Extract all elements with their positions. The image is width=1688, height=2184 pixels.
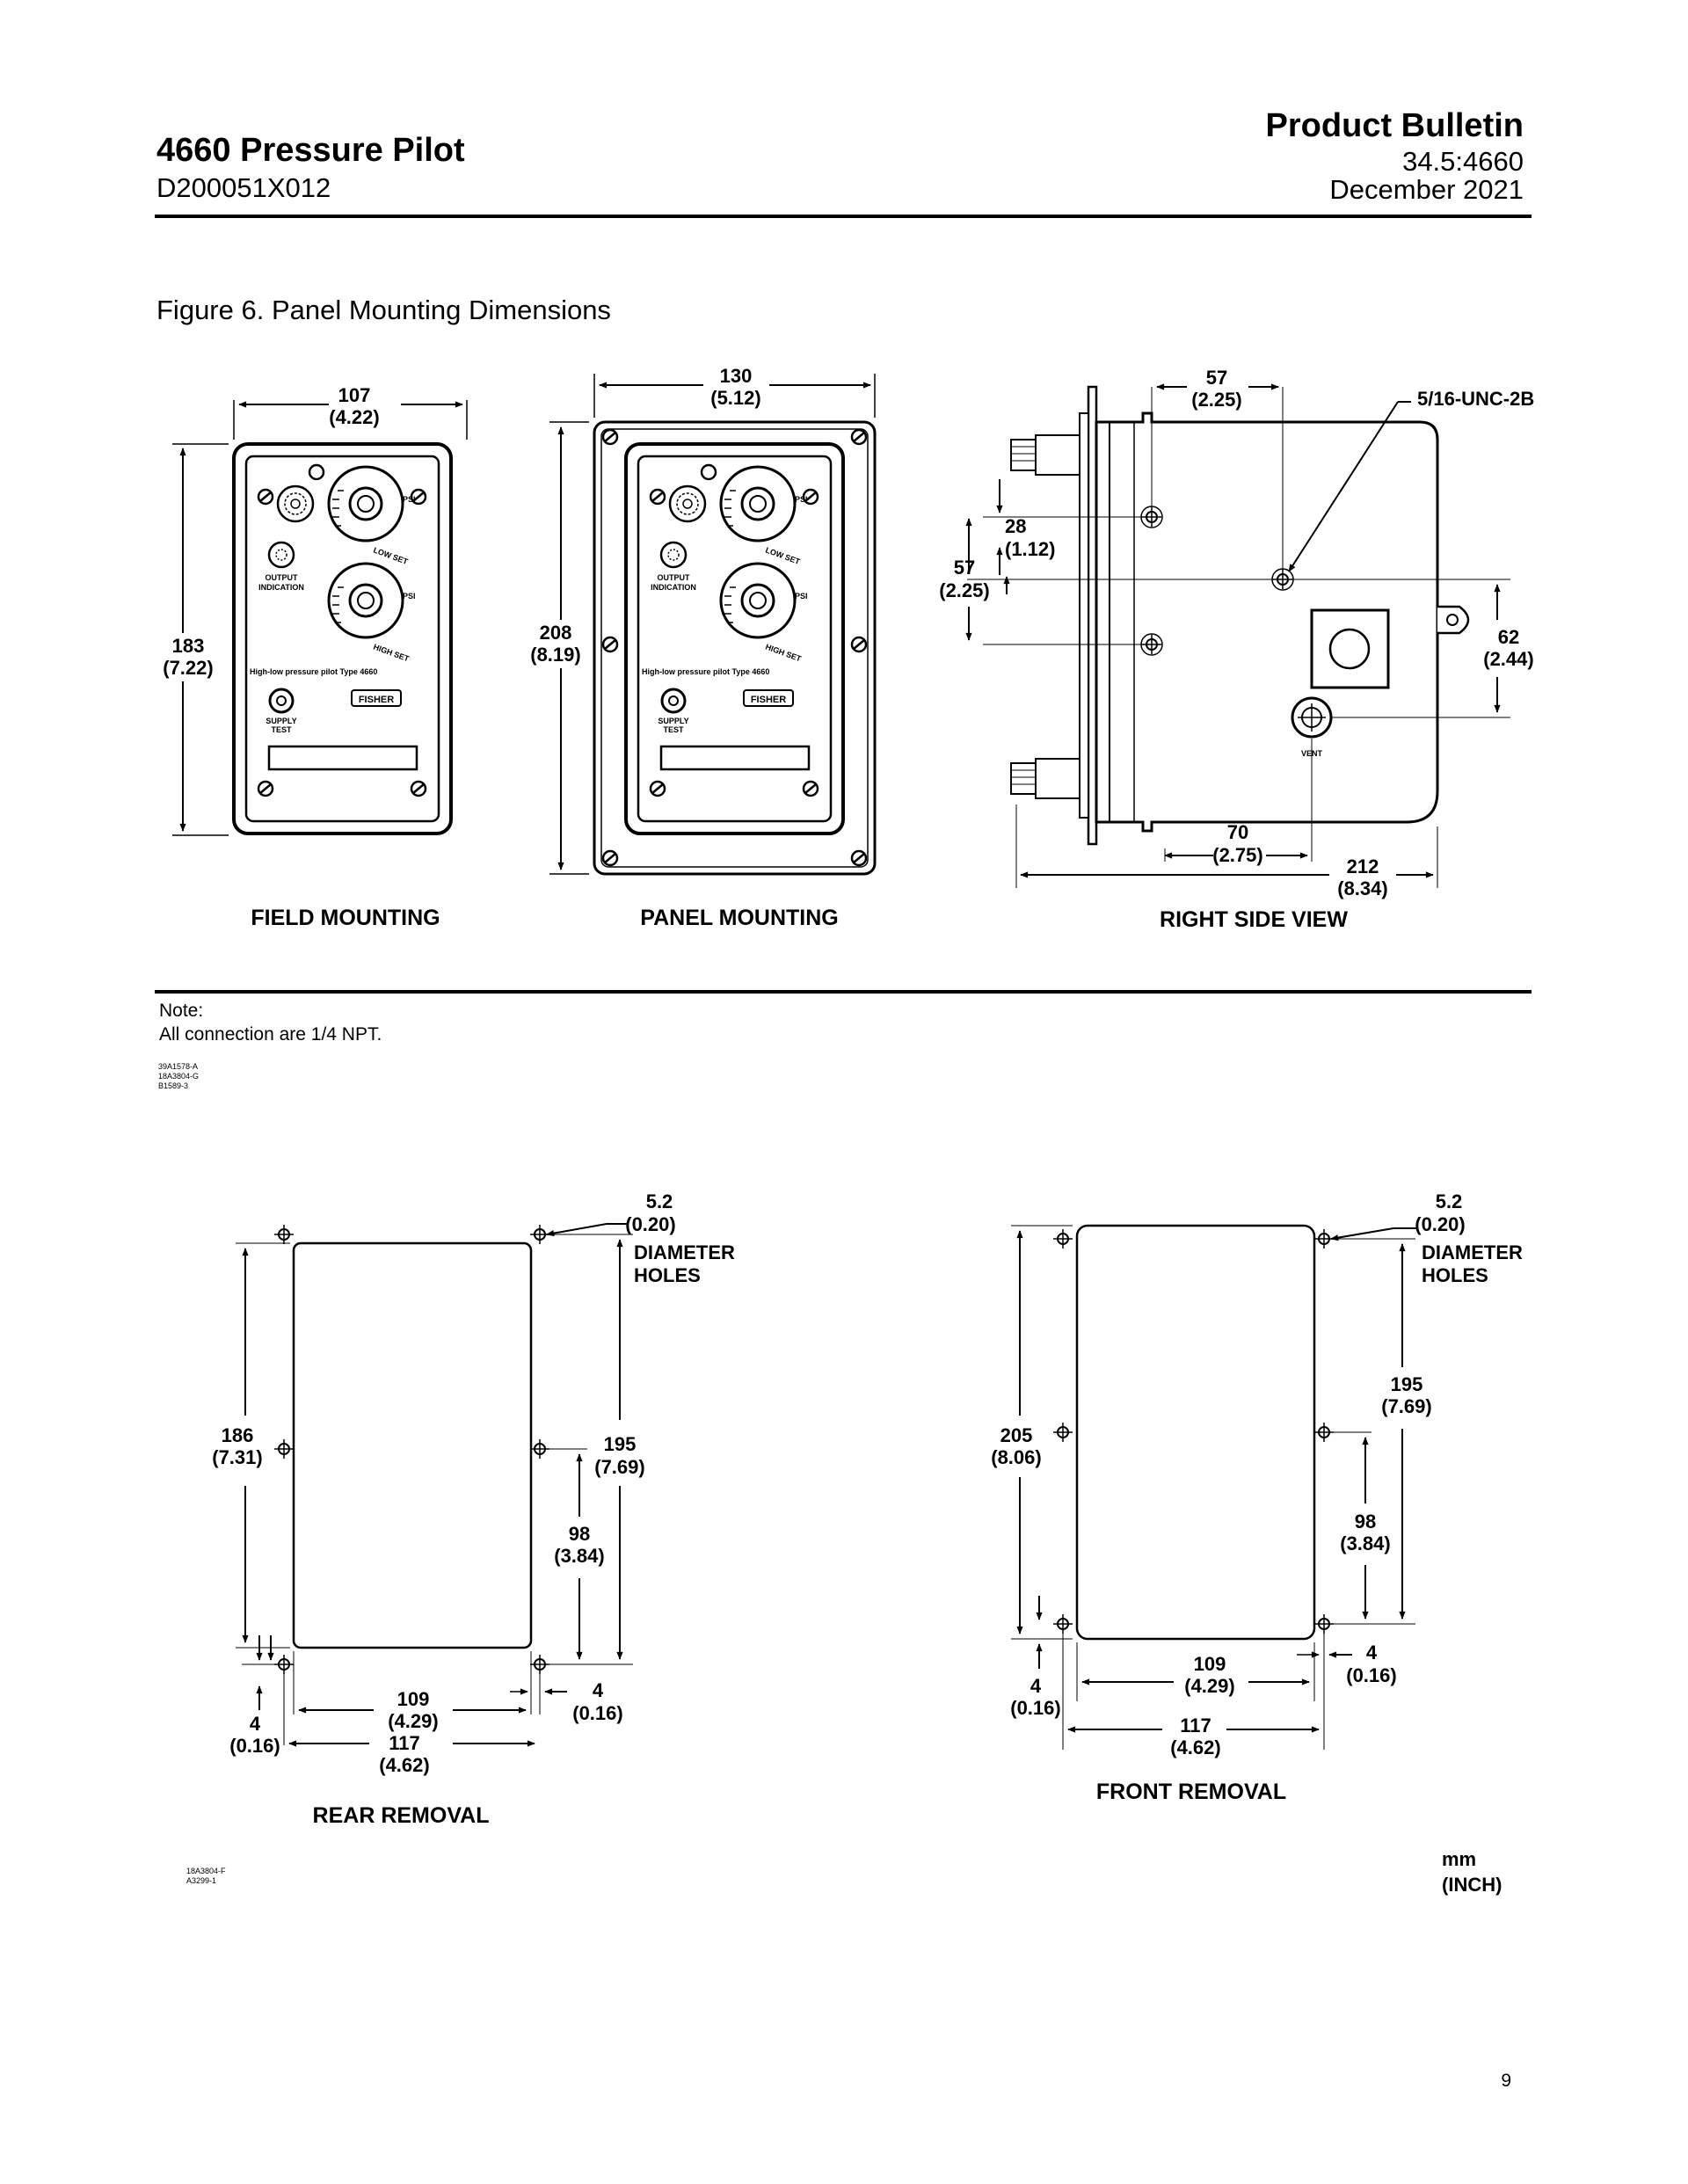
drawing-refs-bottom: 18A3804-F A3299-1: [186, 1867, 226, 1886]
svg-text:98: 98: [1355, 1511, 1376, 1532]
svg-text:(7.22): (7.22): [163, 657, 213, 679]
svg-text:REAR REMOVAL: REAR REMOVAL: [313, 1803, 490, 1828]
svg-text:(8.19): (8.19): [530, 644, 580, 666]
svg-text:(4.29): (4.29): [1184, 1675, 1234, 1697]
note-text: All connection are 1/4 NPT.: [159, 1024, 382, 1045]
svg-text:(0.20): (0.20): [625, 1213, 675, 1235]
svg-text:57: 57: [1206, 367, 1227, 389]
panel-mounting-view: 130 (5.12) 208 (8.19) PANEL MOUNTING: [530, 365, 877, 930]
svg-text:(3.84): (3.84): [554, 1545, 604, 1567]
figure-rule: [155, 990, 1532, 994]
units-mm: mm: [1442, 1848, 1477, 1870]
svg-text:DIAMETER: DIAMETER: [634, 1241, 735, 1263]
ref-line: 18A3804-G: [158, 1072, 200, 1081]
svg-text:208: 208: [540, 622, 572, 644]
ref-line: 39A1578-A: [158, 1062, 199, 1071]
svg-text:98: 98: [569, 1523, 590, 1545]
units-legend: mm (INCH): [1442, 1846, 1502, 1897]
svg-text:195: 195: [604, 1433, 637, 1455]
svg-text:117: 117: [1180, 1714, 1211, 1736]
svg-text:4: 4: [1366, 1642, 1378, 1663]
document-number: D200051X012: [156, 172, 331, 203]
svg-text:(0.20): (0.20): [1415, 1213, 1465, 1235]
svg-text:PANEL MOUNTING: PANEL MOUNTING: [640, 906, 838, 930]
svg-text:(8.06): (8.06): [991, 1446, 1041, 1468]
note-label: Note:: [159, 1001, 204, 1021]
svg-text:4: 4: [1030, 1675, 1042, 1697]
svg-text:70: 70: [1227, 821, 1248, 843]
svg-text:5.2: 5.2: [1436, 1190, 1463, 1212]
svg-text:(5.12): (5.12): [710, 387, 760, 409]
svg-text:(7.69): (7.69): [594, 1456, 644, 1478]
svg-text:FRONT REMOVAL: FRONT REMOVAL: [1096, 1780, 1286, 1804]
svg-text:(0.16): (0.16): [229, 1735, 280, 1757]
svg-text:(4.62): (4.62): [379, 1754, 429, 1776]
svg-text:57: 57: [954, 557, 975, 579]
svg-text:DIAMETER: DIAMETER: [1422, 1241, 1523, 1263]
bulletin-label: Product Bulletin: [1265, 107, 1524, 144]
svg-text:HOLES: HOLES: [1422, 1264, 1488, 1286]
ref-line: B1589-3: [158, 1081, 189, 1090]
svg-text:186: 186: [222, 1424, 254, 1446]
ref-line: A3299-1: [186, 1876, 217, 1885]
svg-text:212: 212: [1347, 855, 1379, 877]
rear-removal-view: 186 (7.31) 195 (7.69) 98 (3.84) 5.2 (0.2…: [212, 1190, 735, 1828]
svg-text:(2.75): (2.75): [1212, 844, 1262, 866]
bulletin-number: 34.5:4660: [1402, 146, 1524, 177]
svg-text:4: 4: [250, 1713, 261, 1735]
svg-text:(1.12): (1.12): [1005, 538, 1055, 560]
svg-text:(2.44): (2.44): [1483, 648, 1533, 670]
svg-text:109: 109: [1194, 1653, 1226, 1675]
svg-text:(4.29): (4.29): [388, 1710, 438, 1732]
bulletin-date: December 2021: [1329, 174, 1524, 205]
ref-line: 18A3804-F: [186, 1867, 226, 1875]
svg-text:(7.69): (7.69): [1381, 1395, 1431, 1417]
svg-text:(0.16): (0.16): [1010, 1697, 1060, 1719]
figure-caption: Figure 6. Panel Mounting Dimensions: [156, 295, 611, 325]
right-side-view: VENT 57 (2.25) 5/16-UNC-2B 28 (1.12) 57 …: [939, 367, 1534, 932]
svg-text:(0.16): (0.16): [572, 1702, 622, 1724]
svg-text:FIELD MOUNTING: FIELD MOUNTING: [251, 906, 440, 930]
svg-text:5/16-UNC-2B: 5/16-UNC-2B: [1417, 388, 1534, 410]
svg-text:109: 109: [397, 1688, 430, 1710]
svg-text:HOLES: HOLES: [634, 1264, 701, 1286]
drawing-refs-top: 39A1578-A 18A3804-G B1589-3: [158, 1062, 199, 1091]
svg-text:5.2: 5.2: [646, 1190, 673, 1212]
svg-text:(7.31): (7.31): [212, 1446, 262, 1468]
svg-text:(8.34): (8.34): [1337, 877, 1387, 899]
header-rule: [155, 215, 1532, 218]
svg-text:(0.16): (0.16): [1346, 1664, 1396, 1686]
page-number: 9: [1501, 2071, 1511, 2091]
svg-text:(3.84): (3.84): [1340, 1532, 1390, 1554]
svg-text:205: 205: [1000, 1424, 1033, 1446]
svg-text:(4.22): (4.22): [329, 406, 379, 428]
svg-text:62: 62: [1498, 626, 1519, 648]
svg-text:195: 195: [1391, 1373, 1423, 1395]
svg-text:107: 107: [338, 384, 371, 406]
svg-text:183: 183: [172, 635, 205, 657]
front-removal-view: 205 (8.06) 4 (0.16) 195 (7.69) 98 (3.84)…: [991, 1190, 1523, 1804]
units-inch: (INCH): [1442, 1874, 1502, 1896]
figure-note: Note: All connection are 1/4 NPT.: [159, 999, 382, 1046]
svg-text:130: 130: [720, 365, 753, 387]
svg-text:RIGHT SIDE VIEW: RIGHT SIDE VIEW: [1160, 907, 1348, 932]
svg-text:(2.25): (2.25): [1191, 389, 1241, 411]
svg-text:4: 4: [593, 1679, 604, 1701]
svg-text:(2.25): (2.25): [939, 579, 989, 601]
document-title: 4660 Pressure Pilot: [156, 132, 465, 169]
svg-text:(4.62): (4.62): [1170, 1736, 1220, 1758]
svg-text:28: 28: [1005, 515, 1026, 537]
svg-text:117: 117: [389, 1732, 420, 1754]
field-mounting-view: 107 (4.22) 183 (7.22) FIELD MOUNTING: [163, 384, 468, 930]
